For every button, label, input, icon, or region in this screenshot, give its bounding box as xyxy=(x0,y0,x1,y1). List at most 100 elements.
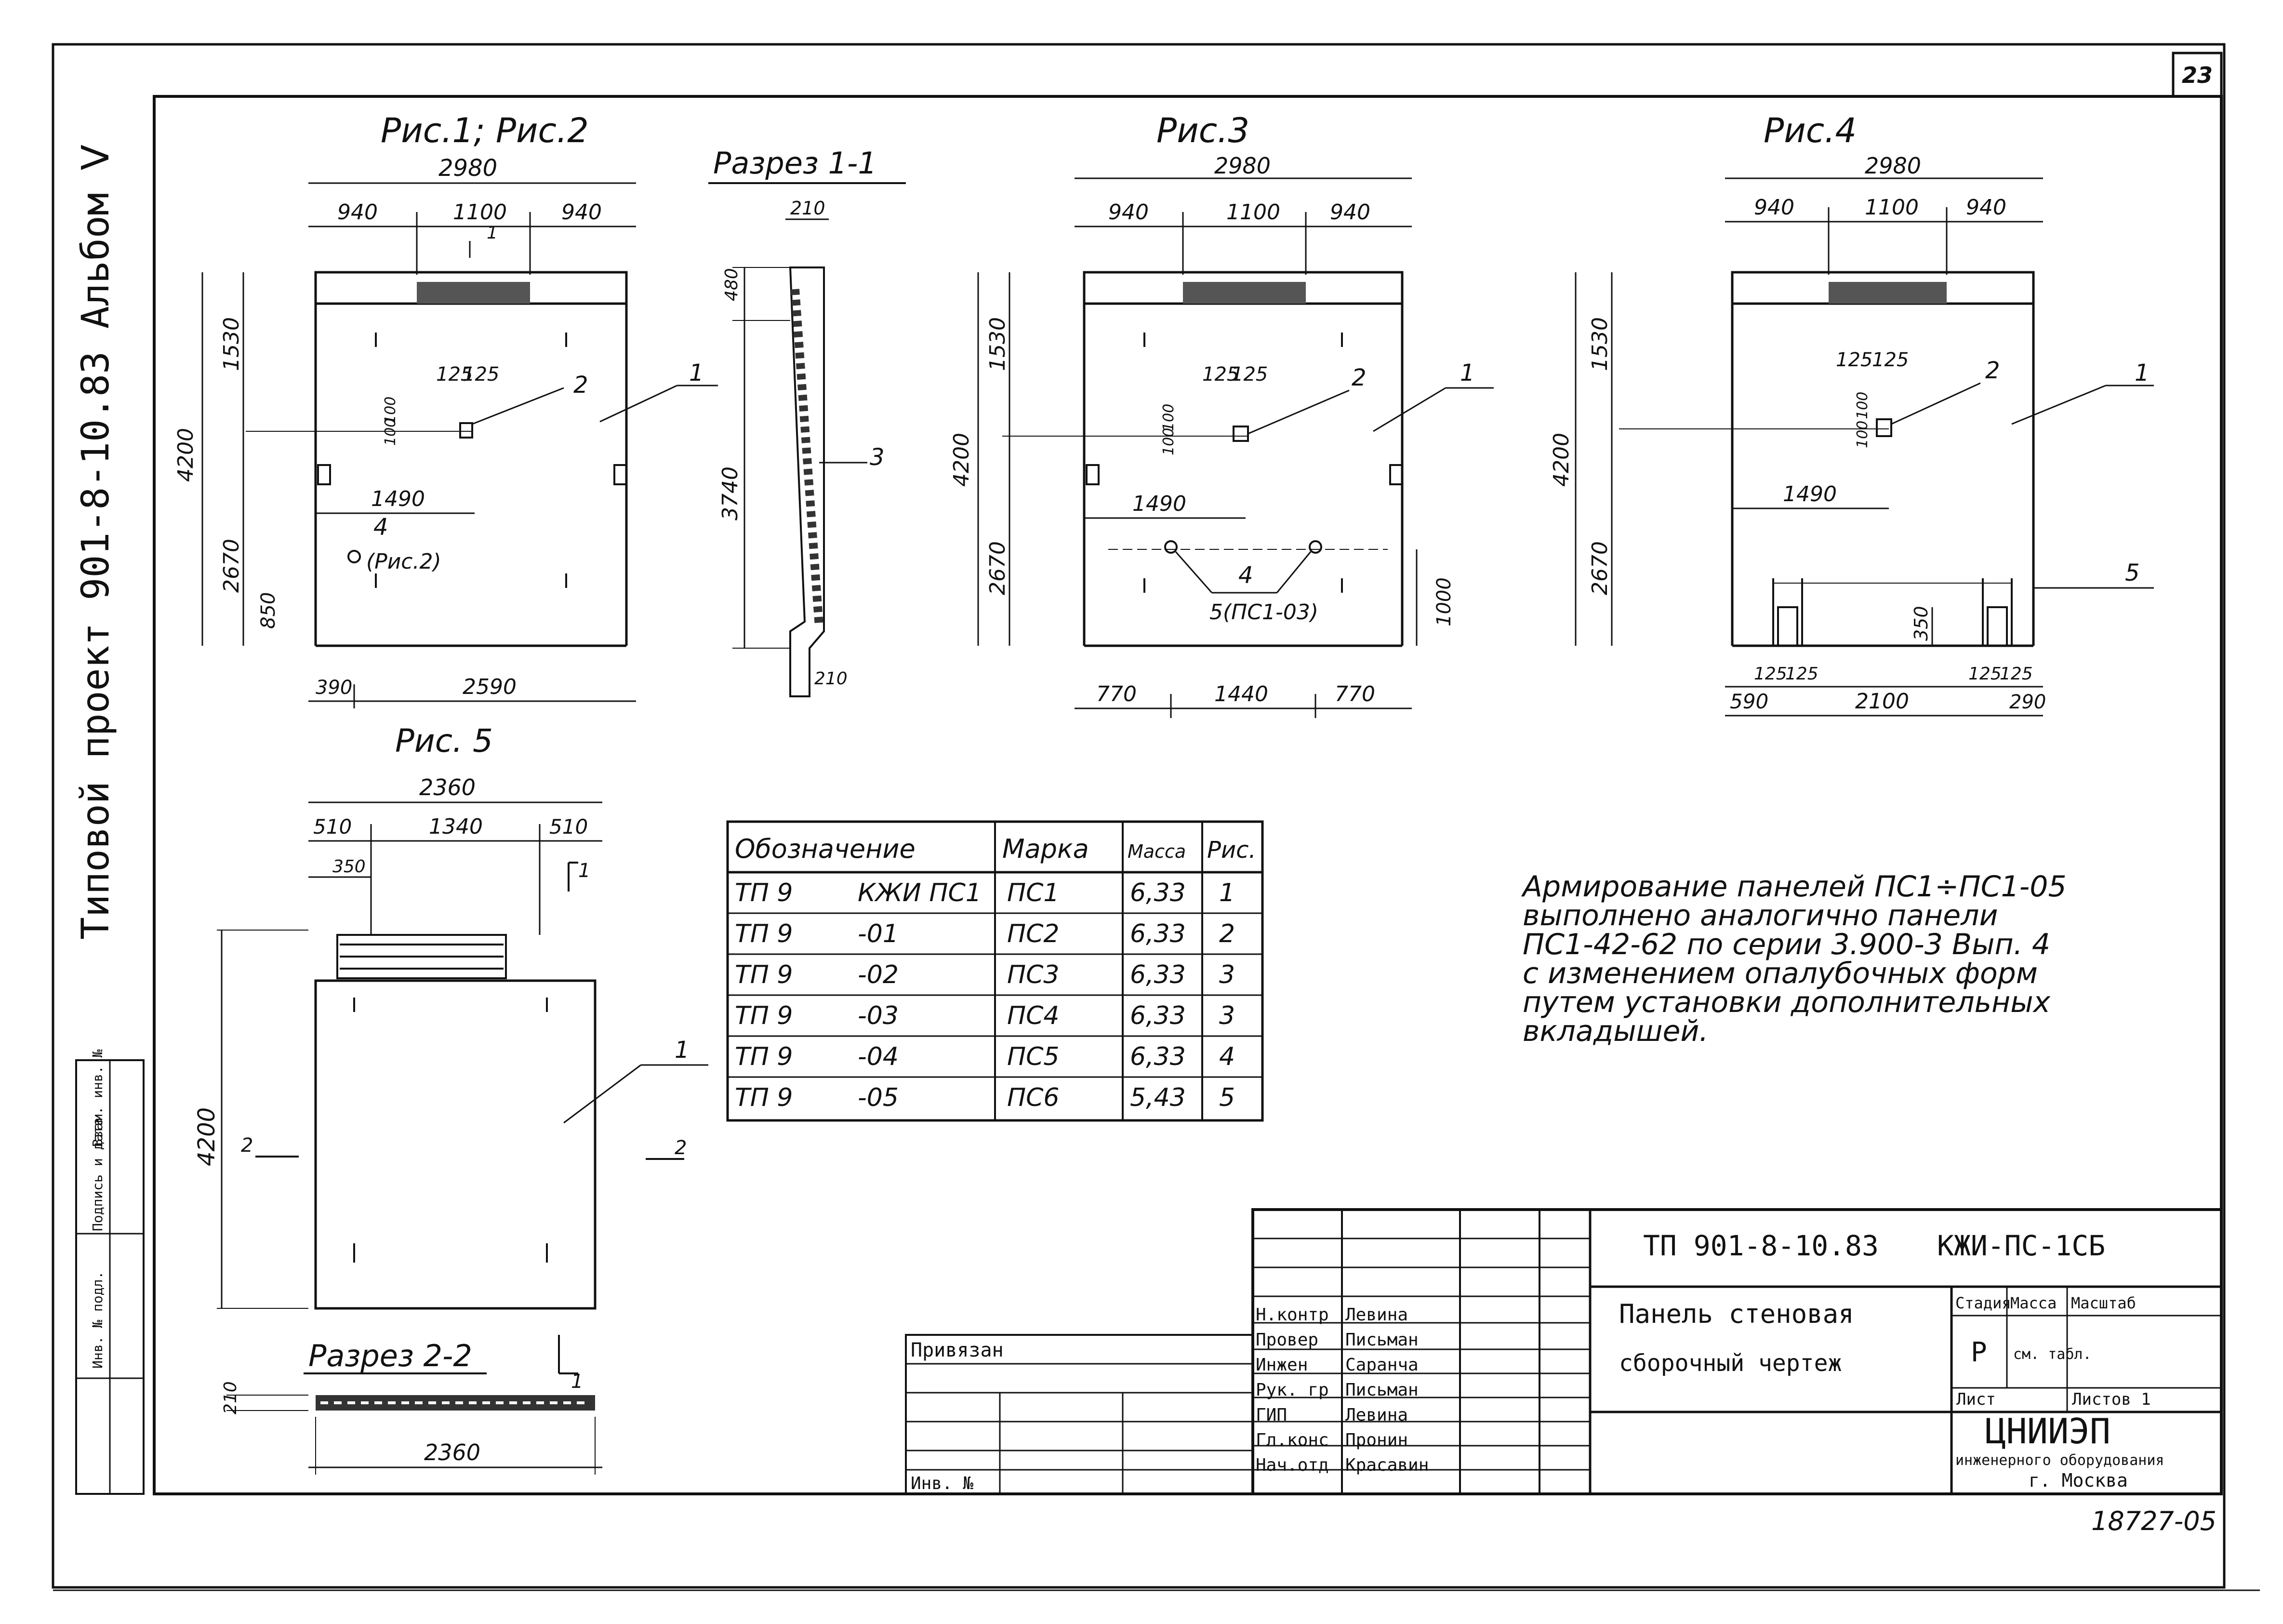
fig3-dim-1000: 1000 xyxy=(1433,577,1455,626)
fig12-dim-125b: 125 xyxy=(463,363,499,386)
fig3-dim-100b: 100 xyxy=(1160,404,1177,431)
section22-title: Разрез 2-2 xyxy=(308,1338,472,1373)
spec-cell: ТП 9 xyxy=(735,919,793,948)
fig3-dim-1490: 1490 xyxy=(1132,492,1186,516)
spec-cell: -05 xyxy=(858,1083,899,1112)
fig3-dim-125a: 125 xyxy=(1202,363,1239,386)
spec-header-designation: Обозначение xyxy=(735,834,916,864)
fig12-dim-left: 940 xyxy=(337,200,378,225)
tb-sheet-header: Лист xyxy=(1956,1390,1996,1409)
armoring-note: Армирование панелей ПС1÷ПС1-05 выполнено… xyxy=(1521,870,2067,1048)
section22-dim-210: 210 xyxy=(221,1381,240,1414)
fig4-dim-mid: 1100 xyxy=(1865,195,1919,220)
fig12-cut-label: 1 xyxy=(487,223,498,243)
tb-stage-header: Стадия xyxy=(1955,1294,2011,1312)
spec-cell: 6,33 xyxy=(1130,960,1186,989)
section11-label-3: 3 xyxy=(870,444,885,471)
fig3-dim-total: 2980 xyxy=(1214,153,1271,179)
fig4-dim-hlow: 2670 xyxy=(1588,541,1612,595)
section11-dim-bot: 210 xyxy=(814,669,848,689)
tb-project-code: ТП 901-8-10.83 xyxy=(1643,1229,1879,1262)
fig3-label-4: 4 xyxy=(1238,562,1253,589)
fig3-dim-htop: 1530 xyxy=(985,317,1010,371)
tb-role: Провер xyxy=(1256,1330,1318,1350)
note-line-1: Армирование панелей ПС1÷ПС1-05 xyxy=(1521,870,2067,904)
section-2-2: Разрез 2-2 1 210 2360 xyxy=(221,1335,602,1475)
tb-role: Нач.отд xyxy=(1256,1455,1329,1475)
spec-cell: 1 xyxy=(1219,879,1235,907)
spec-cell: 5,43 xyxy=(1130,1083,1186,1112)
fig4-dim-right: 940 xyxy=(1966,195,2006,220)
figure-5: Рис. 5 2360 510 1340 510 350 4200 1 2 2 … xyxy=(193,722,708,1310)
tb-person: Левина xyxy=(1345,1405,1408,1425)
fig4-dim-left: 940 xyxy=(1754,195,1794,220)
note-line-6: вкладышей. xyxy=(1523,1014,1708,1048)
spec-header-fig: Рис. xyxy=(1207,837,1256,864)
section11-title: Разрез 1-1 xyxy=(713,146,877,181)
spec-cell: 6,33 xyxy=(1130,879,1186,907)
fig5-cut-2a: 2 xyxy=(241,1134,253,1157)
fig3-dim-770b: 770 xyxy=(1335,682,1375,706)
fig5-dim-right: 510 xyxy=(549,815,588,839)
fig12-label-4: 4 xyxy=(373,514,388,541)
fig5-dim-total: 2360 xyxy=(419,774,476,800)
spec-cell: ПС4 xyxy=(1007,1001,1060,1030)
spec-cell: -04 xyxy=(858,1042,899,1071)
fig3-dim-1440: 1440 xyxy=(1214,682,1268,706)
spec-cell: ПС5 xyxy=(1007,1042,1060,1071)
tb-name-line2: сборочный чертеж xyxy=(1619,1350,1842,1377)
spec-cell: ПС3 xyxy=(1007,960,1060,989)
spec-cell: -02 xyxy=(858,960,899,989)
spec-header-mass: Масса xyxy=(1128,841,1186,862)
fig3-dim-770a: 770 xyxy=(1096,682,1137,706)
fig12-dim-1490: 1490 xyxy=(371,487,425,511)
tb-role: Рук. гр xyxy=(1256,1380,1329,1400)
fig3-label-2: 2 xyxy=(1352,364,1367,391)
spec-cell: 3 xyxy=(1219,1001,1235,1030)
fig12-dim-hlow: 2670 xyxy=(219,539,244,593)
spec-cell: 3 xyxy=(1219,960,1235,989)
fig4-dim-100b: 100 xyxy=(1854,392,1871,419)
fig5-cut-1: 1 xyxy=(578,860,590,882)
spec-cell: 5 xyxy=(1219,1083,1235,1112)
sheet-number: 23 xyxy=(2182,62,2213,88)
fig4-label-1: 1 xyxy=(2135,359,2150,386)
fig3-dim-125b: 125 xyxy=(1231,363,1268,386)
fig4-dim-b125b: 125 xyxy=(1785,664,1818,684)
fig12-label-4sub: (Рис.2) xyxy=(366,549,441,574)
tb-doc-code: КЖИ-ПС-1СБ xyxy=(1937,1229,2105,1262)
spec-cell: ТП 9 xyxy=(735,960,793,989)
tb-mass-header: Масса xyxy=(2010,1294,2057,1312)
spec-cell: 6,33 xyxy=(1130,1001,1186,1030)
tb-organization: ЦНИИЭП xyxy=(1985,1411,2110,1451)
privyazan-label: Привязан xyxy=(911,1339,1004,1361)
fig12-dim-mid: 1100 xyxy=(453,200,507,225)
tb-city: г. Москва xyxy=(2029,1470,2128,1491)
title-block: Привязан Инв. № ТП 901-8-10.83 КЖИ-ПС-1С… xyxy=(905,1208,2223,1495)
tb-organization-sub: инженерного оборудования xyxy=(1955,1452,2164,1469)
fig5-dim-350: 350 xyxy=(332,857,366,877)
spec-cell: КЖИ ПС1 xyxy=(858,879,982,907)
fig12-dim-hbot: 850 xyxy=(257,592,279,629)
tb-mass-value: см. табл. xyxy=(2013,1346,2092,1363)
fig12-dim-htop: 1530 xyxy=(219,317,244,371)
side-title: Типовой проект 901-8-10.83 Альбом Ⅴ xyxy=(74,145,118,940)
fig3-label-5: 5(ПС1-03) xyxy=(1209,600,1318,625)
spec-cell: ПС6 xyxy=(1007,1083,1060,1112)
fig4-dim-290: 290 xyxy=(2009,691,2046,713)
fig4-label-5: 5 xyxy=(2125,559,2140,586)
fig5-dim-left: 510 xyxy=(313,815,352,839)
fig12-dim-125a: 125 xyxy=(436,363,473,386)
fig4-title: Рис.4 xyxy=(1764,111,1857,150)
fig4-dim-100a: 100 xyxy=(1854,421,1871,448)
figure-1-2: Рис.1; Рис.2 2980 940 1100 940 1 4200 15… xyxy=(173,111,718,708)
fig12-label-1: 1 xyxy=(689,359,704,386)
section11-dim-top: 210 xyxy=(790,198,825,219)
fig3-dim-htotal: 4200 xyxy=(949,433,974,487)
fig4-dim-htotal: 4200 xyxy=(1549,433,1574,487)
fig4-dim-b125c: 125 xyxy=(1968,664,2002,684)
note-line-2: выполнено аналогично панели xyxy=(1523,899,1998,932)
fig4-dim-125b: 125 xyxy=(1872,349,1909,371)
